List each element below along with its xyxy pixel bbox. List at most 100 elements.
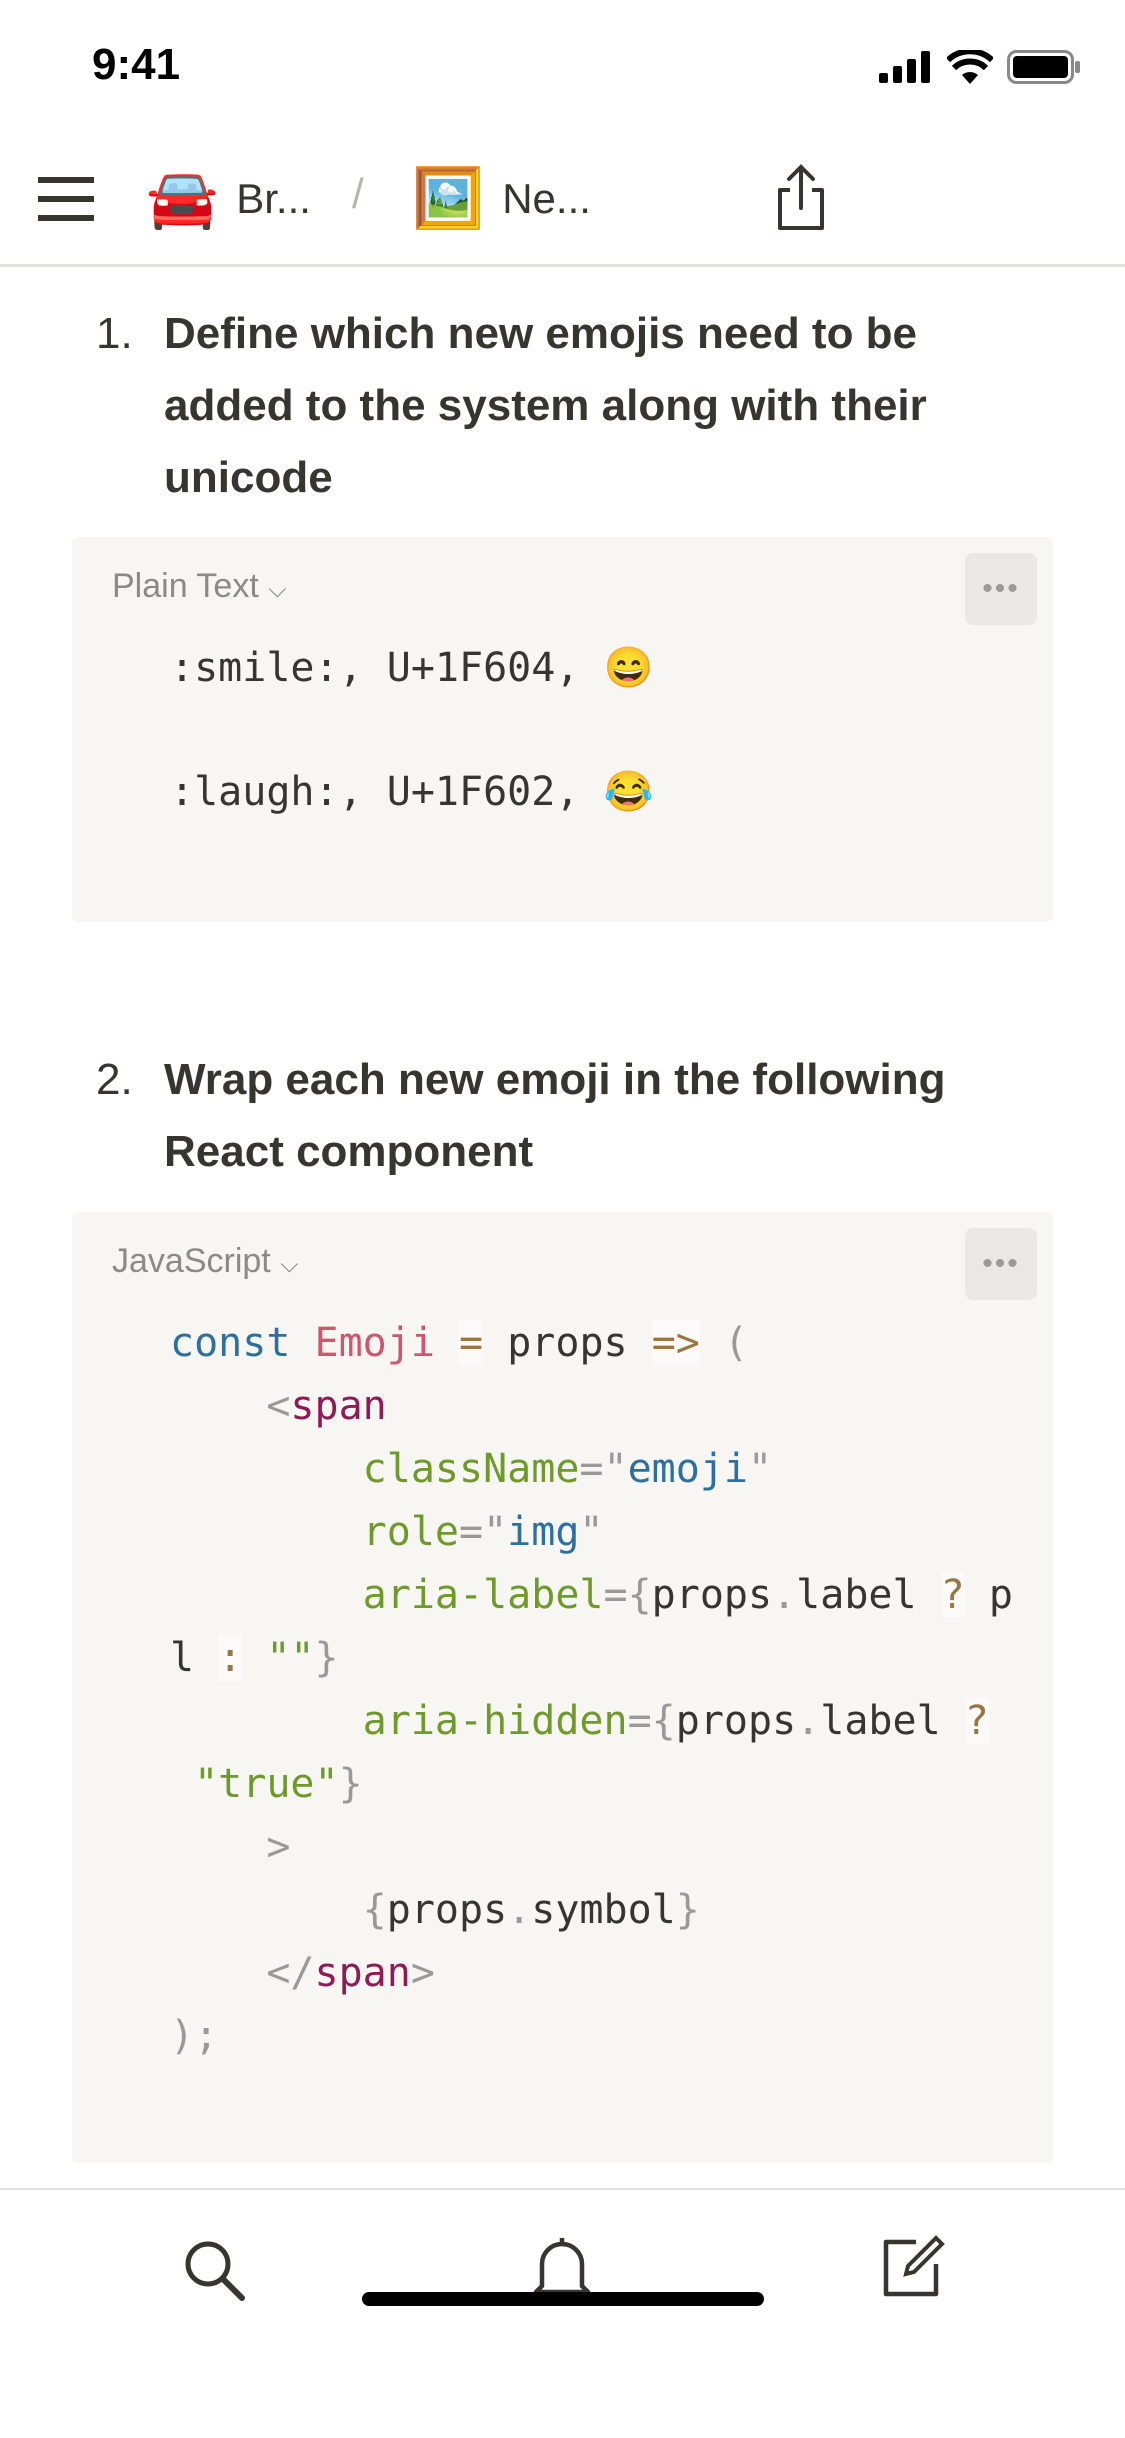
code-token bbox=[435, 1320, 459, 1366]
code-token: > bbox=[170, 1824, 291, 1870]
breadcrumb-label: Br... bbox=[236, 175, 311, 222]
code-line: :smile:, U+1F604, 😄 bbox=[72, 637, 653, 699]
code-content[interactable]: const Emoji = props => ( <span className… bbox=[72, 1312, 1013, 2068]
top-nav-bar: 🚘 Br... / 🖼️ Ne... bbox=[0, 130, 1125, 267]
code-token: =" bbox=[579, 1446, 628, 1492]
home-indicator bbox=[362, 2292, 764, 2306]
code-token: const bbox=[170, 1320, 291, 1366]
list-number: 2. bbox=[96, 1055, 133, 1104]
car-icon: 🚘 bbox=[146, 166, 219, 231]
code-token: p bbox=[964, 1572, 1013, 1618]
code-token: " bbox=[748, 1446, 773, 1492]
code-token: className bbox=[170, 1446, 580, 1492]
more-options-button[interactable]: ••• bbox=[965, 1228, 1037, 1300]
code-line: const Emoji = props => ( bbox=[72, 1312, 1013, 1375]
code-token: "" bbox=[242, 1635, 315, 1681]
code-content[interactable]: :smile:, U+1F604, 😄 :laugh:, U+1F602, 😂 bbox=[72, 637, 653, 823]
language-label: JavaScript bbox=[112, 1242, 271, 1280]
list-number: 1. bbox=[96, 309, 133, 358]
menu-button[interactable] bbox=[38, 175, 94, 223]
bottom-toolbar bbox=[0, 2188, 1125, 2438]
signal-icon bbox=[879, 51, 930, 83]
code-token: img bbox=[507, 1509, 580, 1555]
code-token: ( bbox=[699, 1320, 749, 1366]
code-token: props bbox=[651, 1572, 773, 1618]
code-token: < bbox=[170, 1383, 291, 1429]
breadcrumb-current[interactable]: 🖼️ Ne... bbox=[412, 170, 591, 228]
list-text[interactable]: Wrap each new emoji in the following Rea… bbox=[164, 1055, 946, 1176]
code-line: ); bbox=[72, 2005, 1013, 2068]
code-line bbox=[72, 699, 653, 761]
code-line: > bbox=[72, 1816, 1013, 1879]
code-token: ={ bbox=[627, 1698, 676, 1744]
code-token: : bbox=[218, 1635, 243, 1681]
code-line: :laugh:, U+1F602, 😂 bbox=[72, 761, 653, 823]
language-label: Plain Text bbox=[112, 567, 259, 605]
breadcrumb-parent[interactable]: 🚘 Br... bbox=[146, 170, 311, 228]
breadcrumb-label: Ne... bbox=[502, 175, 591, 222]
language-selector[interactable]: JavaScript ⌵ bbox=[112, 1242, 298, 1281]
wifi-icon bbox=[947, 50, 993, 84]
status-icons bbox=[879, 50, 1081, 84]
code-token: props bbox=[386, 1887, 508, 1933]
code-line: l : ""} bbox=[72, 1627, 1013, 1690]
code-token: role bbox=[170, 1509, 459, 1555]
code-token: aria-label bbox=[170, 1572, 604, 1618]
code-token: } bbox=[338, 1761, 363, 1807]
share-icon bbox=[778, 164, 824, 230]
code-token: } bbox=[675, 1887, 700, 1933]
code-token: label bbox=[796, 1572, 941, 1618]
chevron-down-icon: ⌵ bbox=[268, 576, 287, 603]
numbered-list-item: 2. Wrap each new emoji in the following … bbox=[96, 1044, 1056, 1188]
code-token: 😂 bbox=[603, 769, 654, 815]
code-token: props bbox=[675, 1698, 797, 1744]
numbered-list-item: 1. Define which new emojis need to be ad… bbox=[96, 298, 1056, 514]
code-line: role="img" bbox=[72, 1501, 1013, 1564]
list-text[interactable]: Define which new emojis need to be added… bbox=[164, 309, 927, 502]
code-line: className="emoji" bbox=[72, 1438, 1013, 1501]
code-token: </ bbox=[170, 1950, 315, 1996]
code-token: { bbox=[170, 1887, 387, 1933]
code-line: aria-label={props.label ? p bbox=[72, 1564, 1013, 1627]
code-token: 😄 bbox=[603, 645, 654, 691]
code-token: . bbox=[796, 1698, 821, 1744]
code-line: </span> bbox=[72, 1942, 1013, 2005]
code-token: > bbox=[410, 1950, 435, 1996]
code-block-plain-text[interactable]: Plain Text ⌵ ••• :smile:, U+1F604, 😄 :lau… bbox=[72, 537, 1053, 922]
code-token: ? bbox=[940, 1572, 965, 1618]
share-button[interactable] bbox=[772, 164, 830, 232]
battery-icon bbox=[1007, 50, 1080, 84]
code-token: l bbox=[170, 1635, 219, 1681]
code-token: => bbox=[651, 1320, 700, 1366]
breadcrumb-separator: / bbox=[352, 170, 364, 217]
code-token: =" bbox=[458, 1509, 508, 1555]
more-options-button[interactable]: ••• bbox=[965, 553, 1037, 625]
code-token: span bbox=[290, 1383, 387, 1429]
code-token: ? bbox=[964, 1698, 989, 1744]
compose-icon[interactable] bbox=[880, 2234, 946, 2300]
code-token: . bbox=[772, 1572, 797, 1618]
code-token: "true" bbox=[170, 1761, 339, 1807]
code-token: " bbox=[579, 1509, 604, 1555]
code-token: Emoji bbox=[314, 1320, 435, 1366]
code-token: = bbox=[459, 1320, 484, 1366]
code-line: <span bbox=[72, 1375, 1013, 1438]
code-line: aria-hidden={props.label ? bbox=[72, 1690, 1013, 1753]
code-token: . bbox=[507, 1887, 532, 1933]
code-line: {props.symbol} bbox=[72, 1879, 1013, 1942]
code-token: ={ bbox=[603, 1572, 652, 1618]
hamburger-icon bbox=[38, 177, 94, 221]
code-token: label bbox=[820, 1698, 965, 1744]
code-line: "true"} bbox=[72, 1753, 1013, 1816]
code-token: ); bbox=[170, 2013, 219, 2059]
code-block-javascript[interactable]: JavaScript ⌵ ••• const Emoji = props => … bbox=[72, 1212, 1053, 2163]
status-time: 9:41 bbox=[92, 40, 181, 89]
framed-picture-icon: 🖼️ bbox=[412, 166, 485, 231]
code-token: :smile:, U+1F604, bbox=[170, 645, 604, 691]
chevron-down-icon: ⌵ bbox=[280, 1251, 299, 1278]
code-token: emoji bbox=[627, 1446, 748, 1492]
language-selector[interactable]: Plain Text ⌵ bbox=[112, 567, 286, 606]
code-token: symbol bbox=[531, 1887, 676, 1933]
search-icon[interactable] bbox=[182, 2238, 246, 2302]
code-token: } bbox=[314, 1635, 339, 1681]
